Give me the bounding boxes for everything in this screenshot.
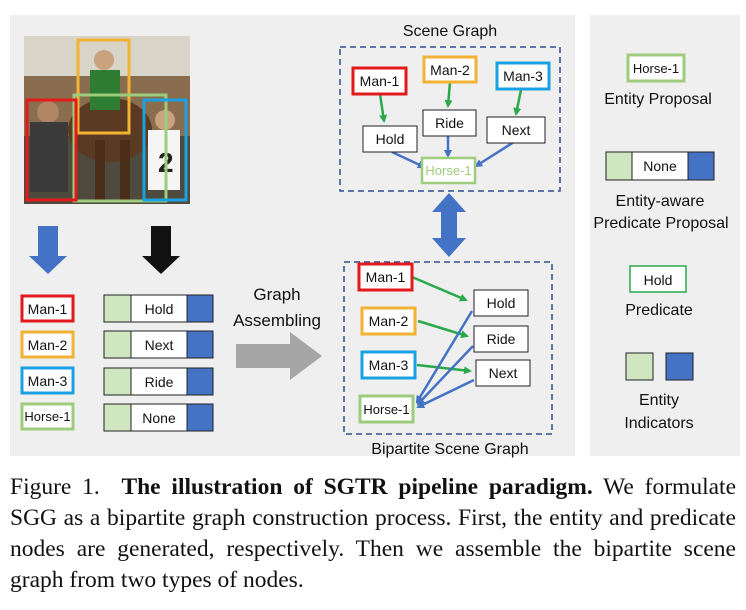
bipartite-frame [343, 261, 553, 435]
legend-indicators-label: Indicators [624, 415, 693, 432]
predicate-proposal-label: Hold [145, 301, 174, 317]
entity-proposal-man-2 [20, 330, 75, 359]
horse-1-bbox [72, 93, 168, 203]
predicate-proposal-label: Next [145, 337, 174, 353]
legend-entity-proposal-label: Entity Proposal [604, 91, 712, 108]
bipartite-node-label: Ride [487, 331, 516, 347]
predicate-proposal-label: None [142, 410, 176, 426]
graph-assembling-line-2: Assembling [233, 311, 321, 330]
legend-entity-proposal-box-label: Horse-1 [633, 61, 679, 76]
legend-predicate-label: Predicate [625, 302, 693, 319]
predicate-proposal-label: Ride [145, 374, 174, 390]
predicate-proposal-row: Hold [103, 294, 214, 323]
bipartite-node-label: Horse-1 [363, 402, 409, 417]
scene-node-label: Man-1 [360, 73, 400, 89]
man-1-bbox [25, 98, 78, 202]
scene-node-label: Hold [376, 131, 405, 147]
scene-node-man-3 [495, 61, 551, 91]
scene-node-label: Man-2 [430, 62, 470, 78]
scene-node-label: Next [502, 122, 531, 138]
caption-bold: The illustration of SGTR pipeline paradi… [121, 474, 593, 500]
entity-down-arrow [29, 226, 67, 274]
bipartite-node-man-3 [360, 350, 417, 380]
legend-predicate-proposal-label: Entity-aware [616, 193, 705, 210]
predicate-proposals: Hold Next Ride None [103, 294, 214, 432]
man-2-bbox [76, 38, 131, 135]
entity-proposal-label: Horse-1 [24, 409, 70, 424]
scene-node-label: Ride [435, 115, 464, 131]
figure-caption: Figure 1. The illustration of SGTR pipel… [10, 472, 736, 596]
legend-subject-indicator [625, 352, 654, 381]
scene-node-man-1 [351, 66, 408, 96]
double-arrow [432, 193, 466, 257]
legend-predicate-box [629, 265, 687, 293]
legend-indicators-label: Entity [639, 392, 679, 409]
bipartite-node-horse-1 [358, 394, 415, 424]
entity-proposal-horse-1 [20, 402, 75, 431]
scene-node-horse-1 [420, 156, 477, 185]
legend-predicate-proposal-label: Predicate Proposal [593, 215, 728, 232]
bipartite-node-label: Man-1 [366, 269, 406, 285]
bipartite-edges [411, 275, 475, 409]
sgtr-figure: 2 Man-1 Man-2 Man-3 Horse-1 Hold Next [10, 15, 740, 458]
legend-predicate-box-label: Hold [644, 272, 673, 288]
bipartite-node-label: Man-2 [369, 313, 409, 329]
bipartite-node-next [475, 359, 531, 387]
entity-proposal-man-3 [20, 366, 75, 395]
predicate-proposal-row: Ride [103, 367, 214, 396]
legend: Horse-1 Entity Proposal None Entity-awar… [593, 53, 729, 432]
entity-proposal-label: Man-1 [28, 301, 68, 317]
scene-graph-edges [378, 81, 523, 169]
scene-node-man-2 [422, 55, 478, 84]
scene-graph-frame [339, 46, 561, 192]
scene-node-next [486, 116, 546, 144]
predicate-down-arrow [142, 226, 180, 274]
bipartite-node-man-1 [357, 262, 414, 292]
bipartite-node-man-2 [360, 306, 417, 336]
bipartite-title: Bipartite Scene Graph [371, 441, 528, 458]
entity-proposal-man-1 [20, 294, 75, 323]
scene-node-label: Horse-1 [425, 163, 471, 178]
legend-predicate-proposal-box-label: None [643, 158, 677, 174]
predicate-proposal-row: Next [103, 330, 214, 359]
scene-node-ride [422, 109, 477, 137]
man-3-bbox [142, 98, 188, 202]
bipartite-node-label: Next [489, 365, 518, 381]
scene-node-hold [362, 125, 418, 153]
entity-proposal-label: Man-2 [28, 337, 68, 353]
bipartite-node-label: Hold [487, 295, 516, 311]
entity-proposals: Man-1 Man-2 Man-3 Horse-1 [20, 294, 75, 431]
predicate-proposal-row: None [103, 403, 214, 432]
entity-proposal-label: Man-3 [28, 373, 68, 389]
caption-label: Figure 1. [10, 474, 100, 500]
caption-text: We formulate SGG as a bipartite graph co… [10, 474, 737, 593]
assembling-arrow [236, 332, 322, 380]
input-photo: 2 [24, 36, 190, 204]
scene-node-label: Man-3 [503, 68, 543, 84]
bipartite-node-label: Man-3 [369, 357, 409, 373]
bipartite-node-ride [473, 325, 529, 353]
legend-panel [590, 15, 740, 456]
legend-object-indicator [665, 352, 694, 381]
graph-assembling-line-1: Graph [253, 285, 300, 304]
scene-graph-title: Scene Graph [403, 23, 497, 40]
legend-entity-proposal-box [626, 53, 686, 83]
bipartite-node-hold [473, 289, 529, 317]
